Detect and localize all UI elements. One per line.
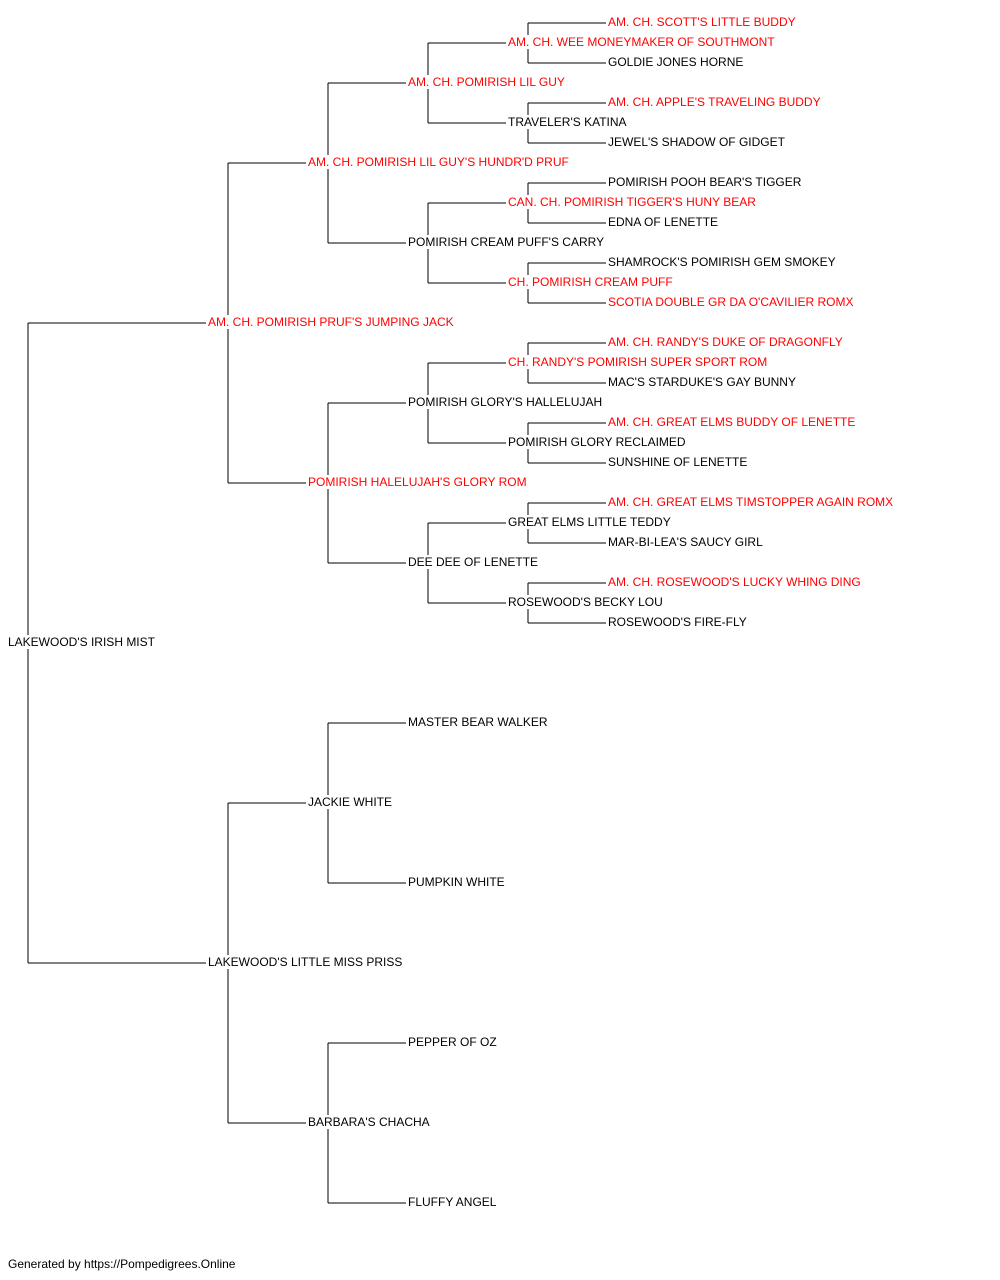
pedigree-node: JEWEL'S SHADOW OF GIDGET [608, 135, 787, 149]
pedigree-node: DEE DEE OF LENETTE [408, 555, 541, 569]
pedigree-node: AM. CH. POMIRISH LIL GUY'S HUNDR'D PRUF [308, 155, 571, 169]
pedigree-node: MAR-BI-LEA'S SAUCY GIRL [608, 535, 765, 549]
pedigree-node: SCOTIA DOUBLE GR DA O'CAVILIER ROMX [608, 295, 856, 309]
pedigree-node: AM. CH. SCOTT'S LITTLE BUDDY [608, 15, 798, 29]
pedigree-node: POMIRISH POOH BEAR'S TIGGER [608, 175, 804, 189]
pedigree-node: CAN. CH. POMIRISH TIGGER'S HUNY BEAR [508, 195, 758, 209]
pedigree-node: GOLDIE JONES HORNE [608, 55, 746, 69]
pedigree-node: TRAVELER'S KATINA [508, 115, 629, 129]
pedigree-node: CH. RANDY'S POMIRISH SUPER SPORT ROM [508, 355, 770, 369]
pedigree-node: CH. POMIRISH CREAM PUFF [508, 275, 675, 289]
pedigree-node: POMIRISH GLORY RECLAIMED [508, 435, 688, 449]
pedigree-node: ROSEWOOD'S BECKY LOU [508, 595, 665, 609]
pedigree-node: JACKIE WHITE [308, 795, 395, 809]
pedigree-node: AM. CH. APPLE'S TRAVELING BUDDY [608, 95, 823, 109]
pedigree-node: AM. CH. GREAT ELMS TIMSTOPPER AGAIN ROMX [608, 495, 896, 509]
pedigree-node: MASTER BEAR WALKER [408, 715, 550, 729]
pedigree-node: LAKEWOOD'S LITTLE MISS PRISS [208, 955, 405, 969]
pedigree-node: FLUFFY ANGEL [408, 1195, 499, 1209]
pedigree-node: PUMPKIN WHITE [408, 875, 507, 889]
pedigree-node: ROSEWOOD'S FIRE-FLY [608, 615, 749, 629]
pedigree-node: GREAT ELMS LITTLE TEDDY [508, 515, 673, 529]
pedigree-node: POMIRISH HALELUJAH'S GLORY ROM [308, 475, 529, 489]
pedigree-node: AM. CH. ROSEWOOD'S LUCKY WHING DING [608, 575, 863, 589]
pedigree-node: AM. CH. RANDY'S DUKE OF DRAGONFLY [608, 335, 845, 349]
generated-by-footer: Generated by https://Pompedigrees.Online [8, 1257, 236, 1271]
pedigree-node: AM. CH. POMIRISH PRUF'S JUMPING JACK [208, 315, 456, 329]
pedigree-node: AM. CH. WEE MONEYMAKER OF SOUTHMONT [508, 35, 777, 49]
pedigree-node: SHAMROCK'S POMIRISH GEM SMOKEY [608, 255, 838, 269]
pedigree-node: PEPPER OF OZ [408, 1035, 499, 1049]
pedigree-node: EDNA OF LENETTE [608, 215, 721, 229]
pedigree-node: BARBARA'S CHACHA [308, 1115, 432, 1129]
pedigree-node: MAC'S STARDUKE'S GAY BUNNY [608, 375, 798, 389]
pedigree-node: SUNSHINE OF LENETTE [608, 455, 750, 469]
pedigree-node: LAKEWOOD'S IRISH MIST [8, 635, 157, 649]
pedigree-node: POMIRISH CREAM PUFF'S CARRY [408, 235, 607, 249]
pedigree-node: AM. CH. GREAT ELMS BUDDY OF LENETTE [608, 415, 858, 429]
pedigree-node: AM. CH. POMIRISH LIL GUY [408, 75, 567, 89]
pedigree-node: POMIRISH GLORY'S HALLELUJAH [408, 395, 605, 409]
